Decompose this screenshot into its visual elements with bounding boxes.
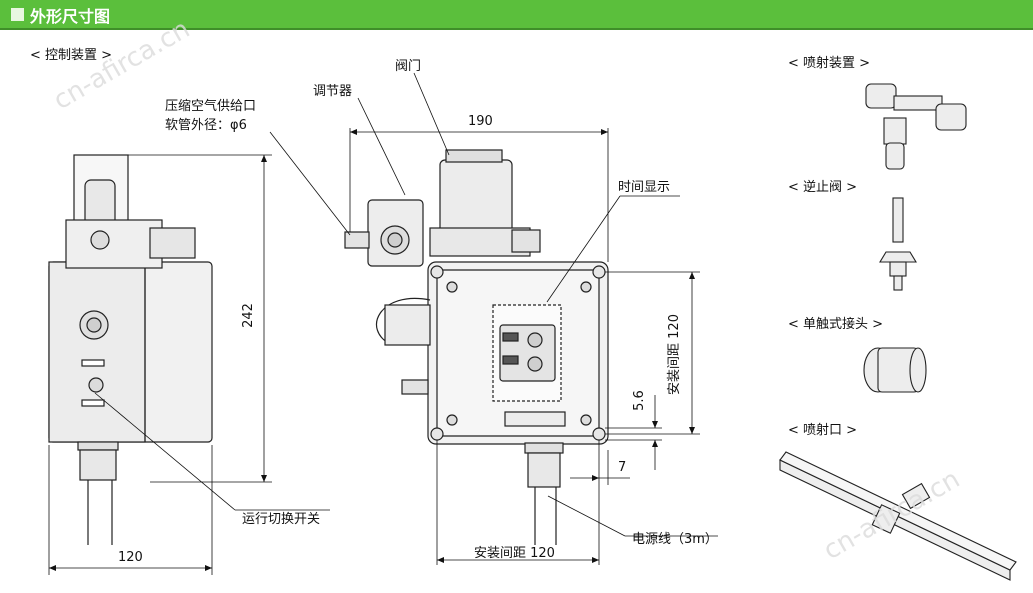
label-run-switch: 运行切换开关 — [242, 512, 321, 527]
label-spray-nozzle: < 喷射口 > — [788, 423, 858, 438]
label-check-valve: < 逆止阀 > — [788, 180, 858, 195]
dim-offset-5-6: 5.6 — [631, 390, 647, 411]
section-title: 外形尺寸图 — [30, 7, 111, 26]
header-square-icon — [11, 8, 24, 21]
spray-nozzle-drawing — [779, 451, 1017, 581]
label-time-display: 时间显示 — [618, 180, 671, 195]
dim-height-side: 242 — [240, 303, 256, 328]
label-spray-device: < 喷射装置 > — [788, 56, 871, 71]
section-header-bar: 外形尺寸图 — [0, 0, 1033, 30]
label-hose-diameter: 软管外径：φ6 — [165, 118, 247, 133]
header-underline — [0, 28, 1033, 30]
label-valve: 阀门 — [395, 59, 422, 74]
front-view-dimensions — [269, 72, 718, 565]
dim-width-top: 190 — [468, 114, 493, 129]
label-regulator: 调节器 — [313, 84, 353, 99]
dim-offset-7: 7 — [618, 460, 627, 475]
dim-width-side: 120 — [118, 550, 143, 565]
label-control-device: < 控制装置 > — [30, 48, 113, 63]
label-mount-pitch-horizontal: 安装间距 120 — [474, 546, 555, 561]
side-view-dimensions — [48, 154, 330, 575]
label-one-touch-fitting: < 单触式接头 > — [788, 317, 884, 332]
label-mount-pitch-vertical: 安装间距 120 — [666, 314, 682, 395]
check-valve-drawing — [879, 197, 917, 291]
label-power-cable: 电源线（3m） — [632, 532, 718, 547]
label-air-supply: 压缩空气供给口 — [165, 99, 257, 114]
one-touch-fitting-drawing — [863, 347, 927, 393]
front-view — [344, 149, 609, 545]
side-view — [48, 154, 213, 545]
spray-device-drawing — [865, 83, 967, 170]
